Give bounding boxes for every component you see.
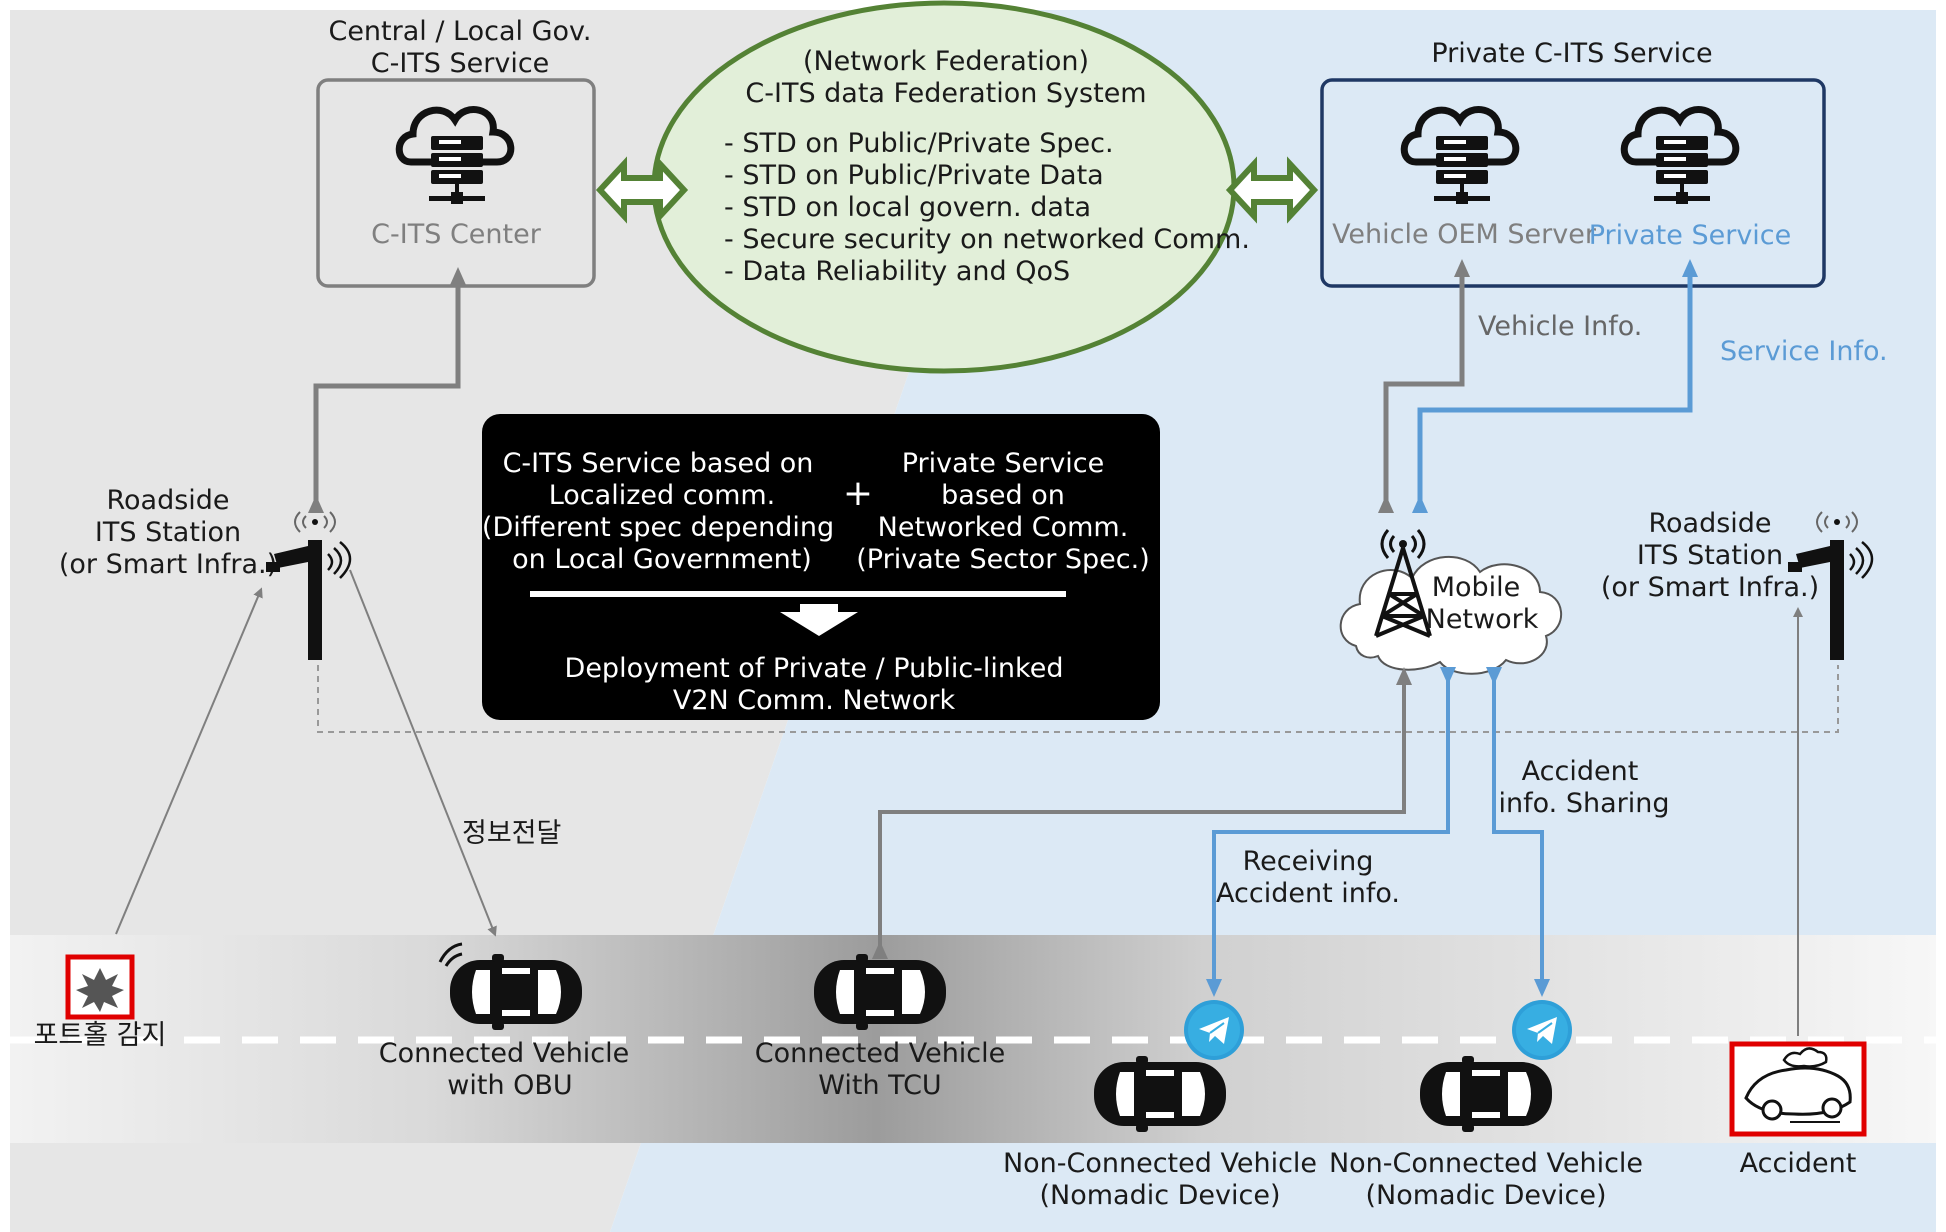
receiving-line2: Accident info. <box>1216 878 1400 909</box>
obu-label-line1: Connected Vehicle <box>379 1038 630 1069</box>
federation-bullet: - STD on Public/Private Data <box>724 160 1104 191</box>
blackbox-left-line: C-ITS Service based on <box>503 448 814 479</box>
mobile-network-line2: Network <box>1426 604 1539 635</box>
crashed-car-icon <box>1744 1047 1852 1123</box>
blackbox-right-line: Private Service <box>902 448 1105 479</box>
non-connected-vehicle-car-icon <box>1094 1056 1226 1132</box>
accident-sharing-line2: info. Sharing <box>1499 788 1670 819</box>
tcu-label-line2: With TCU <box>818 1070 941 1101</box>
receiving-line1: Receiving <box>1243 846 1374 877</box>
nomadic1-label-line2: (Nomadic Device) <box>1039 1180 1280 1211</box>
vehicle-info-label: Vehicle Info. <box>1478 311 1642 342</box>
pothole-label: 포트홀 감지 <box>34 1020 167 1051</box>
pothole-to-roadside-arrow <box>115 587 263 935</box>
info-transfer-label: 정보전달 <box>462 818 561 849</box>
nomadic2-label-line2: (Nomadic Device) <box>1365 1180 1606 1211</box>
obu-signal-icon <box>438 942 463 967</box>
blackbox-right-line: Networked Comm. <box>878 512 1129 543</box>
blackbox-left-line: Localized comm. <box>549 480 776 511</box>
nomadic-device-app-icon <box>1183 999 1245 1061</box>
nomadic2-label-line1: Non-Connected Vehicle <box>1329 1148 1643 1179</box>
central-title-line2: C-ITS Service <box>371 48 550 79</box>
federation-bullet: - STD on local govern. data <box>724 192 1091 223</box>
service-info-arrow <box>1412 259 1698 513</box>
blackbox-plus: + <box>843 473 873 514</box>
connected-vehicle-tcu-car-icon <box>814 954 946 1030</box>
cell-tower-icon <box>1374 529 1432 638</box>
central-title-line1: Central / Local Gov. <box>328 16 591 47</box>
roadside-left-line3: (or Smart Infra.) <box>59 549 277 580</box>
roadside-to-obu-arrow <box>349 569 497 937</box>
federation-bullet: - Data Reliability and QoS <box>724 256 1070 287</box>
nomadic-device-app-icon <box>1511 999 1573 1061</box>
accident-sharing-arrow <box>1486 667 1550 997</box>
non-connected-vehicle-car-icon <box>1420 1056 1552 1132</box>
nomadic1-label-line1: Non-Connected Vehicle <box>1003 1148 1317 1179</box>
roadside-right-line2: ITS Station <box>1637 540 1783 571</box>
private-service-label: Private Service <box>1589 220 1792 251</box>
roadside-left-line2: ITS Station <box>95 517 241 548</box>
accident-sharing-line1: Accident <box>1522 756 1639 787</box>
c-its-center-label: C-ITS Center <box>371 219 542 250</box>
blackbox-bottom-line2: V2N Comm. Network <box>673 685 956 716</box>
mobile-network-line1: Mobile <box>1432 572 1521 603</box>
obu-label-line2: with OBU <box>447 1070 572 1101</box>
roadside-right-line3: (or Smart Infra.) <box>1601 572 1819 603</box>
receiving-accident-arrow <box>1206 667 1456 997</box>
federation-bullet: - STD on Public/Private Spec. <box>724 128 1114 159</box>
private-title: Private C-ITS Service <box>1431 38 1712 69</box>
service-info-label: Service Info. <box>1720 336 1888 367</box>
blackbox-right-line: based on <box>941 480 1065 511</box>
center-roadside-link-arrow <box>308 267 466 513</box>
federation-title-line2: C-ITS data Federation System <box>745 78 1146 109</box>
federation-title-line1: (Network Federation) <box>803 46 1089 77</box>
blackbox-bottom-line1: Deployment of Private / Public-linked <box>565 653 1064 684</box>
tcu-label-line1: Connected Vehicle <box>755 1038 1006 1069</box>
roadside-right-line1: Roadside <box>1648 508 1771 539</box>
blackbox-right-line: (Private Sector Spec.) <box>856 544 1149 575</box>
deployment-black-box <box>482 414 1160 720</box>
federation-bullet: - Secure security on networked Comm. <box>724 224 1250 255</box>
roadside-left-line1: Roadside <box>106 485 229 516</box>
accident-label: Accident <box>1740 1148 1857 1179</box>
connected-vehicle-obu-car-icon <box>450 954 582 1030</box>
blackbox-left-line: (Different spec depending <box>482 512 834 543</box>
vehicle-oem-server-label: Vehicle OEM Server <box>1332 219 1597 250</box>
blackbox-left-line: on Local Government) <box>512 544 812 575</box>
blackbox-down-arrow-icon <box>780 604 858 636</box>
pothole-icon <box>76 968 124 1012</box>
